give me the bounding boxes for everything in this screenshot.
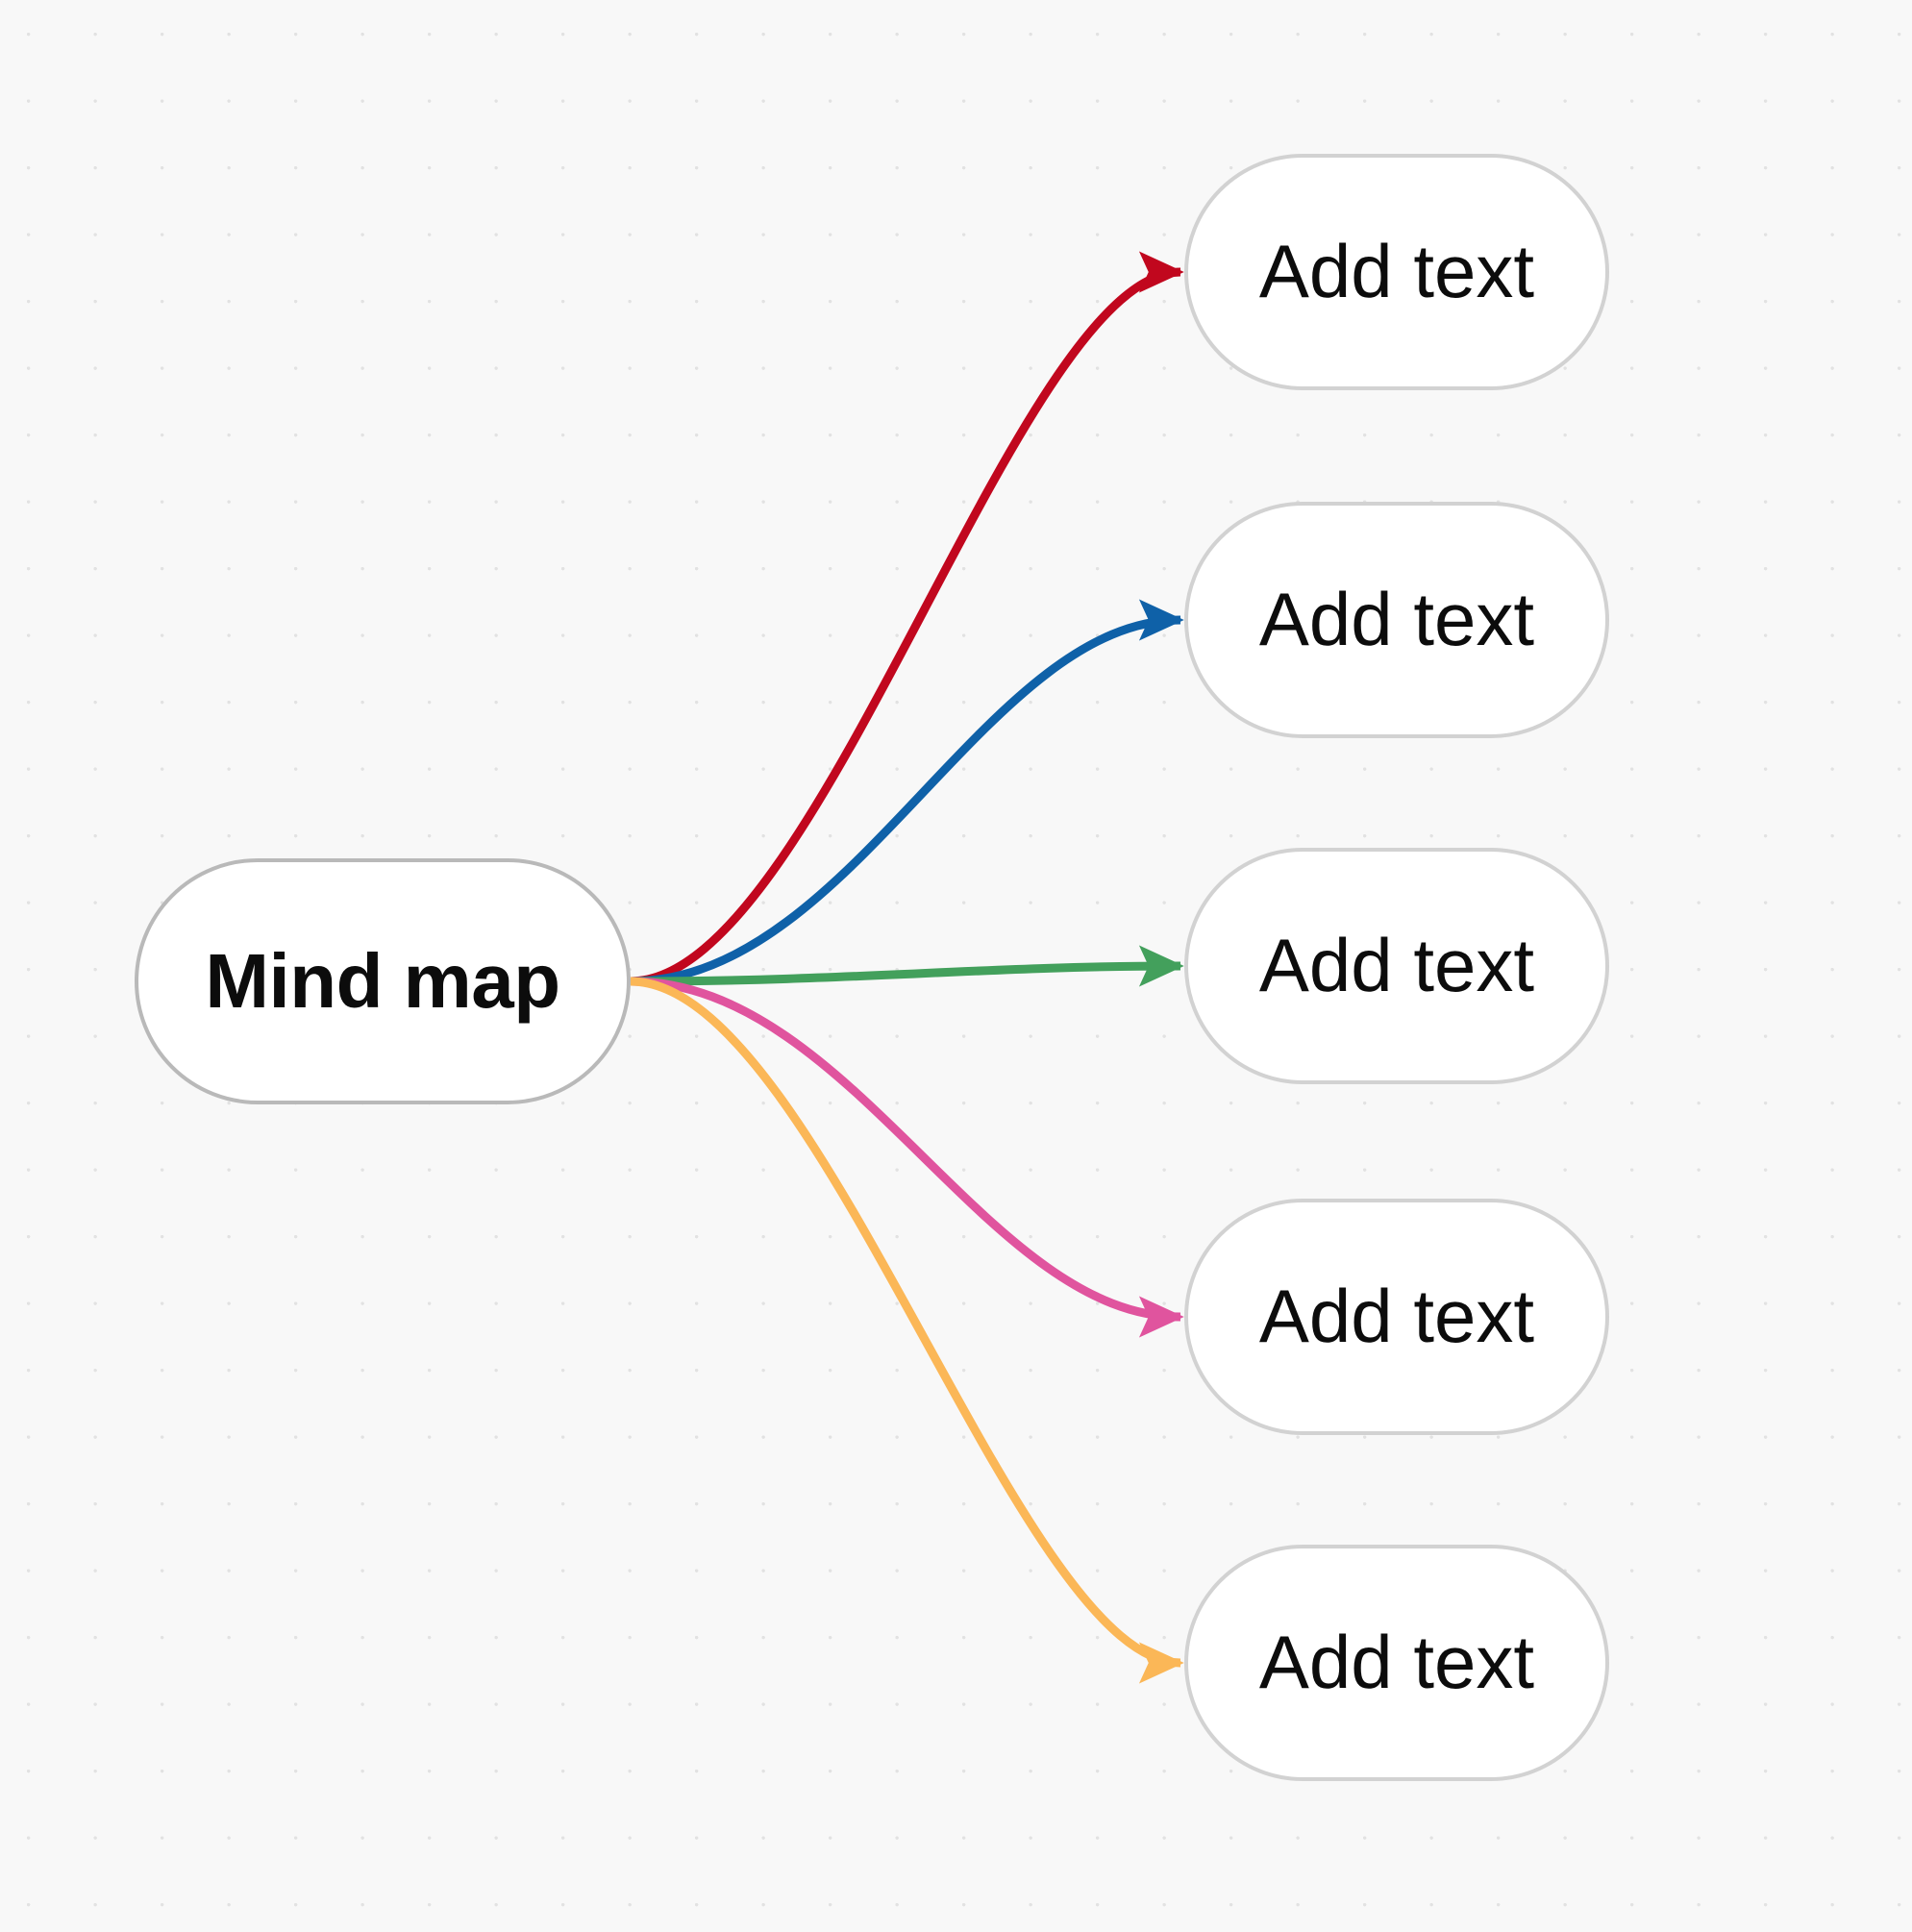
mindmap-child-node-2[interactable]: Add text bbox=[1184, 502, 1609, 738]
edge-root-to-child-3 bbox=[630, 977, 1184, 1338]
edge-root-to-child-0 bbox=[630, 251, 1184, 986]
root-node-label: Mind map bbox=[205, 938, 560, 1024]
child-node-label: Add text bbox=[1258, 577, 1535, 662]
mindmap-child-node-4[interactable]: Add text bbox=[1184, 1199, 1609, 1435]
mindmap-root-node[interactable]: Mind map bbox=[135, 858, 631, 1104]
edge-root-to-child-4 bbox=[630, 977, 1184, 1684]
mindmap-child-node-3[interactable]: Add text bbox=[1184, 848, 1609, 1084]
edge-root-to-child-1 bbox=[630, 599, 1184, 986]
child-node-label: Add text bbox=[1258, 1620, 1535, 1705]
edge-root-to-child-2 bbox=[630, 945, 1184, 987]
mindmap-child-node-5[interactable]: Add text bbox=[1184, 1545, 1609, 1781]
mindmap-child-node-1[interactable]: Add text bbox=[1184, 154, 1609, 390]
child-node-label: Add text bbox=[1258, 229, 1535, 314]
child-node-label: Add text bbox=[1258, 1274, 1535, 1359]
child-node-label: Add text bbox=[1258, 923, 1535, 1008]
